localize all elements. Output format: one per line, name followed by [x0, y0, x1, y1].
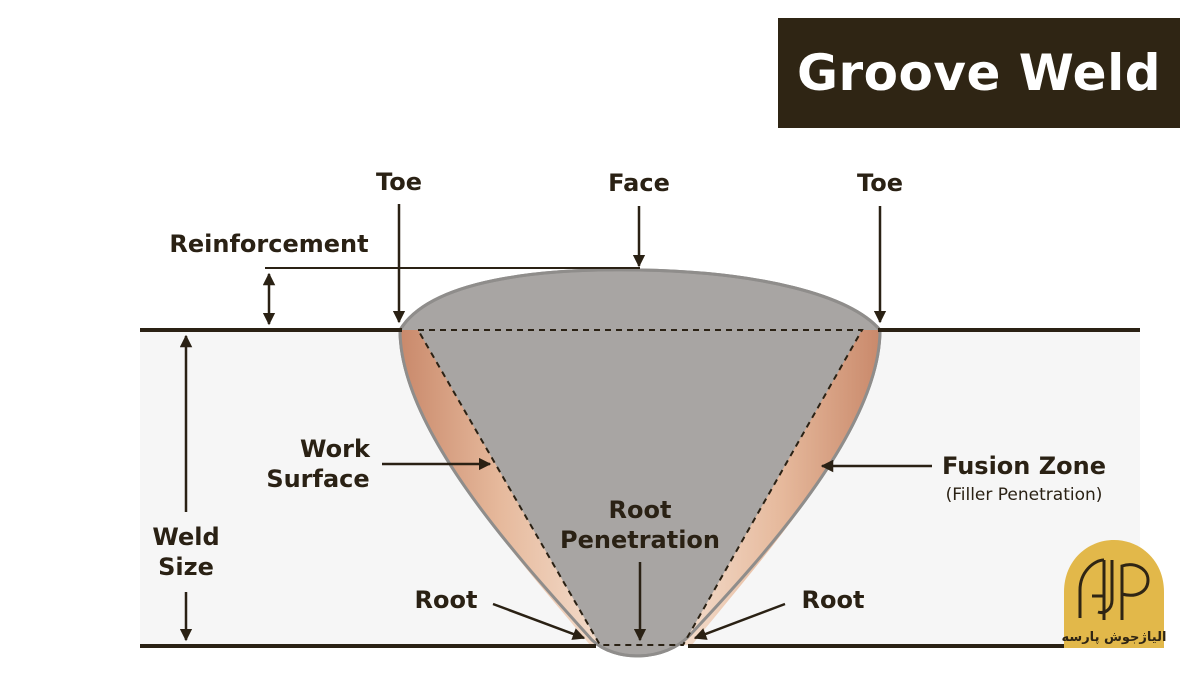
logo: الیاژجوش پارسه [1062, 540, 1167, 648]
title: Groove Weld [796, 44, 1162, 102]
title-box: Groove Weld [778, 18, 1180, 128]
arrow-root-left [492, 602, 586, 640]
label-root-penetration-2: Penetration [560, 526, 720, 554]
label-reinforcement: Reinforcement [169, 230, 368, 258]
label-root-right: Root [802, 586, 865, 614]
logo-mark [1078, 558, 1150, 620]
label-toe-right: Toe [857, 169, 903, 197]
label-work-surface-1: Work [300, 435, 371, 463]
label-fusion-zone-sub: (Filler Penetration) [946, 485, 1103, 505]
label-root-left: Root [415, 586, 478, 614]
label-fusion-zone: Fusion Zone [942, 452, 1106, 480]
arrow-root-right [693, 602, 786, 640]
fusion-zone-right [683, 330, 880, 645]
label-toe-left: Toe [376, 168, 422, 196]
label-work-surface-2: Surface [266, 465, 369, 493]
logo-caption: الیاژجوش پارسه [1062, 630, 1167, 645]
groove-outline [416, 329, 864, 646]
label-weld-size-1: Weld [152, 523, 219, 551]
label-weld-size-2: Size [158, 553, 214, 581]
label-root-penetration-1: Root [609, 496, 672, 524]
label-face: Face [608, 169, 670, 197]
fusion-zone-left [400, 330, 600, 645]
